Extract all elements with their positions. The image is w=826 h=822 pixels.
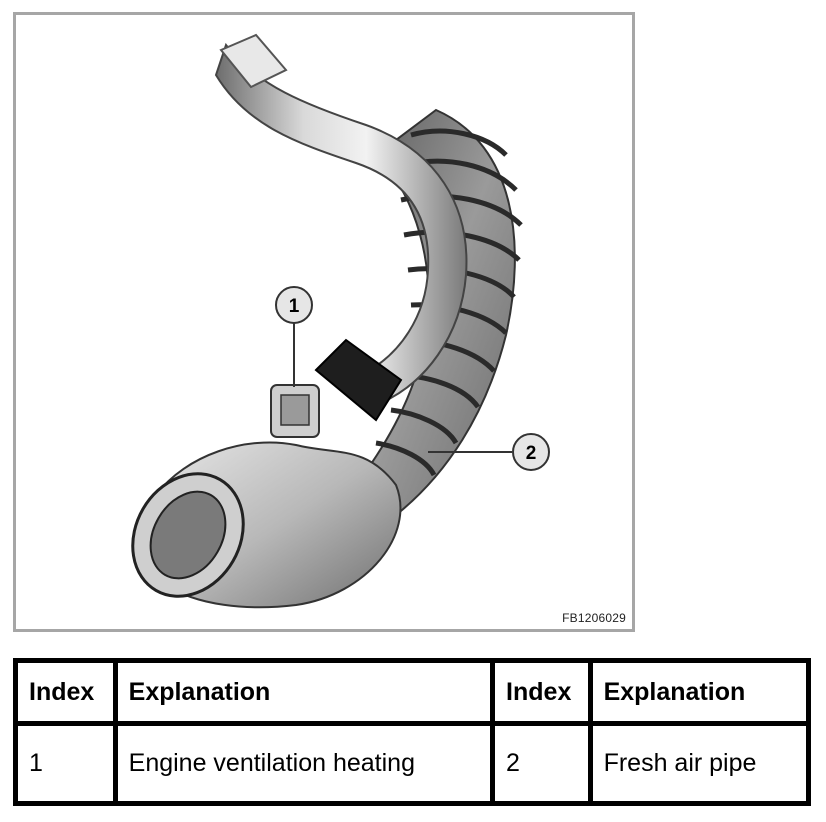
inlet-opening: [149, 490, 227, 580]
legend-row: 1 Engine ventilation heating 2 Fresh air…: [13, 721, 812, 806]
header-index-1: Index: [13, 657, 118, 727]
illustration-frame: 1 2 FB1206029: [13, 12, 635, 632]
callout-2-badge: [512, 433, 550, 471]
callout-1-number: 1: [289, 296, 300, 317]
header-explanation-1: Explanation: [112, 657, 496, 727]
callout-2-number: 2: [526, 443, 537, 464]
figure-code: FB1206029: [562, 611, 626, 625]
cell-explanation-2: Fresh air pipe: [587, 721, 812, 806]
pipe-end: [219, 33, 288, 89]
header-explanation-2: Explanation: [587, 657, 812, 727]
header-index-2: Index: [490, 657, 593, 727]
cell-index-1: 1: [13, 721, 118, 806]
pipe-sleeve: [314, 338, 403, 422]
cell-index-2: 2: [490, 721, 593, 806]
duct-ribs: [375, 128, 523, 477]
legend-table: Index Explanation Index Explanation 1 En…: [13, 657, 812, 806]
fresh-air-pipe-illustration: 1 2: [131, 33, 550, 609]
cell-explanation-1: Engine ventilation heating: [112, 721, 496, 806]
legend-header-row: Index Explanation Index Explanation: [13, 657, 812, 727]
callout-1-badge: [275, 286, 313, 324]
